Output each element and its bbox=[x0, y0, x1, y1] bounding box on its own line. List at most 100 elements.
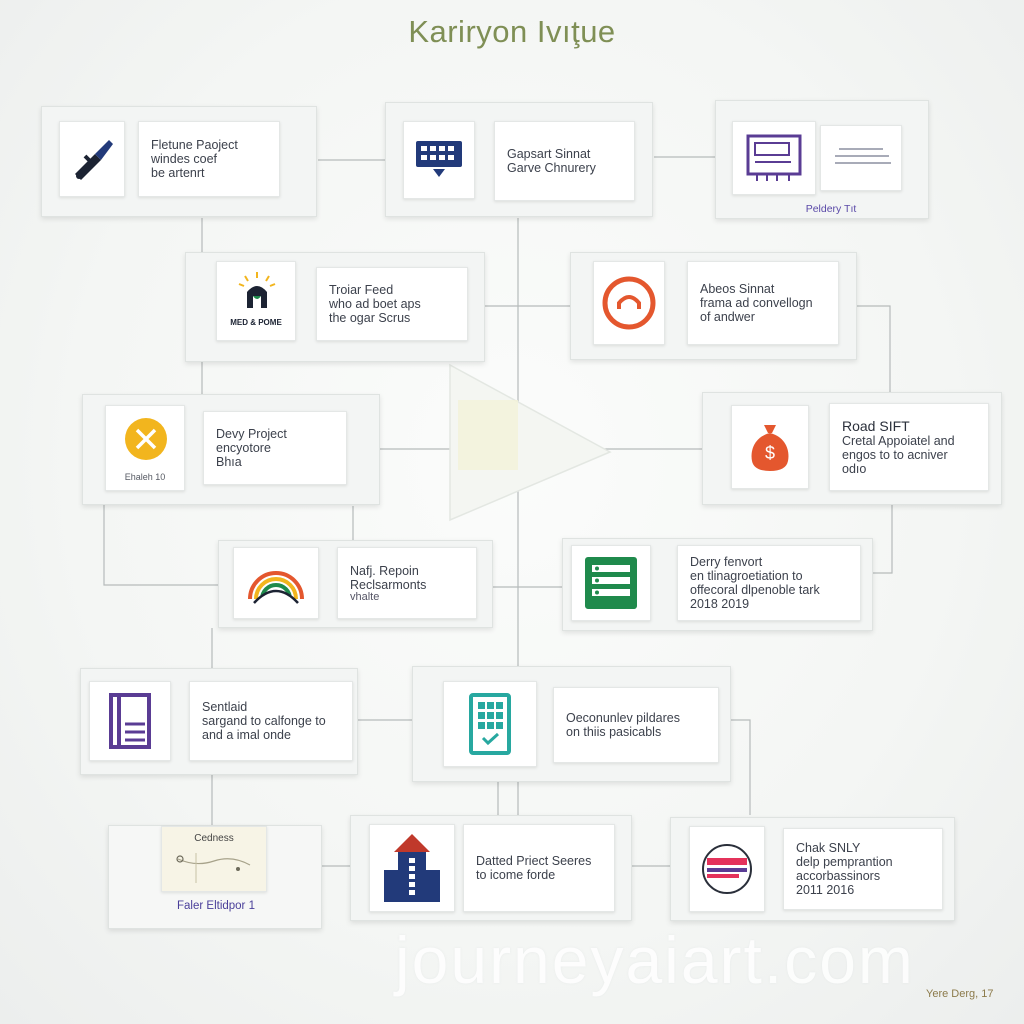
node-2-line-1: Gapsart Sinnat bbox=[507, 147, 591, 161]
node-4-text: Troiar Feed who ad boet aps the ogar Scr… bbox=[316, 267, 468, 341]
node-6-line-1: Devy Project bbox=[216, 427, 287, 441]
node-card-4[interactable]: MED & POME Troiar Feed who ad boet aps t… bbox=[185, 252, 485, 362]
node-1-icon-tile bbox=[59, 121, 125, 197]
node-9-icon-tile bbox=[571, 545, 651, 621]
watermark-text: journeyaiart.com bbox=[395, 923, 915, 997]
node-10-line-3: and a imal onde bbox=[202, 728, 291, 742]
node-4-line-2: who ad boet aps bbox=[329, 297, 421, 311]
node-1-line-2: windes coef bbox=[151, 152, 218, 166]
node-13-text: Datted Priect Seeres to icome forde bbox=[463, 824, 615, 912]
node-card-9[interactable]: Derry fenvort en tlinagroetiation to off… bbox=[562, 538, 873, 631]
node-8-text: Nafj. Repoin Reclsarmonts vhalte bbox=[337, 547, 477, 619]
node-2-line-2: Garve Chnurery bbox=[507, 161, 596, 175]
node-14-line-2: delp pemprantion bbox=[796, 855, 893, 869]
monitor-icon bbox=[746, 134, 802, 181]
pen-tool-icon bbox=[75, 140, 113, 180]
node-8-icon-tile bbox=[233, 547, 319, 619]
node-10-text: Sentlaid sargand to calfonge to and a im… bbox=[189, 681, 353, 761]
svg-text:$: $ bbox=[765, 443, 775, 463]
node-card-11[interactable]: Oeconunlev pildares on thiis pasicabls bbox=[412, 666, 731, 782]
calculator-icon bbox=[469, 693, 511, 755]
node-9-line-3: offecoral dlpenoble tark bbox=[690, 583, 820, 597]
node-9-line-4: 2018 2019 bbox=[690, 597, 750, 611]
node-5-line-3: of andwer bbox=[700, 310, 755, 324]
faint-arrow-shape bbox=[449, 363, 612, 522]
node-10-line-2: sargand to calfonge to bbox=[202, 714, 326, 728]
node-5-text: Abeos Sinnat frama ad convellogn of andw… bbox=[687, 261, 839, 345]
node-card-10[interactable]: Sentlaid sargand to calfonge to and a im… bbox=[80, 668, 358, 775]
node-1-text: Fletune Paoject windes coef be artenrt bbox=[138, 121, 280, 197]
money-bag-icon: $ bbox=[751, 425, 789, 471]
node-11-line-2: on thiis pasicabls bbox=[566, 725, 662, 739]
node-4-icon-label: MED & POME bbox=[230, 318, 282, 327]
node-9-text: Derry fenvort en tlinagroetiation to off… bbox=[677, 545, 861, 621]
node-13-line-2: to icome forde bbox=[476, 868, 556, 882]
node-6-line-2: encyotore bbox=[216, 441, 271, 455]
node-9-line-2: en tlinagroetiation to bbox=[690, 569, 803, 583]
node-3-text-placeholder bbox=[820, 125, 902, 191]
node-4-line-3: the ogar Scrus bbox=[329, 311, 411, 325]
node-10-line-1: Sentlaid bbox=[202, 700, 248, 714]
node-14-text: Chak SNLY delp pemprantion accorbassinor… bbox=[783, 828, 943, 910]
node-6-icon-label: Ehaleh 10 bbox=[124, 472, 166, 482]
node-2-text: Gapsart Sinnat Garve Chnurery bbox=[494, 121, 635, 201]
node-7-line-1: Road SIFT bbox=[842, 418, 910, 434]
node-7-line-2: Cretal Appoiatel and bbox=[842, 434, 955, 448]
node-14-line-3: accorbassinors bbox=[796, 869, 881, 883]
node-12-icon-tile: Cedness bbox=[161, 826, 267, 892]
keyboard-icon bbox=[416, 141, 462, 177]
node-5-line-2: frama ad convellogn bbox=[700, 296, 813, 310]
node-14-line-1: Chak SNLY bbox=[796, 841, 861, 855]
power-ring-icon bbox=[602, 276, 656, 330]
node-11-line-1: Oeconunlev pildares bbox=[566, 711, 680, 725]
node-8-line-2: Reclsarmonts bbox=[350, 577, 427, 592]
node-5-icon-tile bbox=[593, 261, 665, 345]
map-icon bbox=[176, 853, 251, 883]
node-13-icon-tile bbox=[369, 824, 455, 912]
signature-text: Yere Derg, 17 bbox=[926, 988, 994, 1000]
node-4-line-1: Troiar Feed bbox=[329, 283, 394, 297]
node-6-line-3: Bhıa bbox=[216, 455, 242, 469]
node-card-8[interactable]: Nafj. Repoin Reclsarmonts vhalte bbox=[218, 540, 493, 628]
node-card-1[interactable]: Fletune Paoject windes coef be artenrt bbox=[41, 106, 317, 217]
node-card-5[interactable]: Abeos Sinnat frama ad convellogn of andw… bbox=[570, 252, 857, 360]
node-1-line-1: Fletune Paoject bbox=[151, 138, 238, 152]
hand-logo-icon bbox=[238, 272, 276, 308]
node-14-icon-tile bbox=[689, 826, 765, 912]
node-7-line-4: odıo bbox=[842, 462, 867, 476]
node-2-icon-tile bbox=[403, 121, 475, 199]
id-card-icon bbox=[702, 844, 752, 894]
node-7-line-3: engos to to acniver bbox=[842, 448, 948, 462]
node-8-line-3: vhalte bbox=[350, 590, 380, 603]
node-card-3[interactable]: Peldery Tıt bbox=[715, 100, 929, 219]
spreadsheet-icon bbox=[585, 557, 637, 609]
node-12-icon-label: Cedness bbox=[194, 833, 234, 844]
node-card-12[interactable]: Cedness Faler Eltidpor 1 bbox=[108, 825, 322, 929]
rainbow-gauge-icon bbox=[248, 571, 304, 604]
node-card-2[interactable]: Gapsart Sinnat Garve Chnurery bbox=[385, 102, 653, 217]
node-9-line-1: Derry fenvort bbox=[690, 555, 763, 569]
book-icon bbox=[109, 693, 151, 749]
node-4-icon-tile: MED & POME bbox=[216, 261, 296, 341]
node-11-text: Oeconunlev pildares on thiis pasicabls bbox=[553, 687, 719, 763]
node-13-line-1: Datted Priect Seeres bbox=[476, 854, 592, 868]
node-6-text: Devy Project encyotore Bhıa bbox=[203, 411, 347, 485]
coin-x-icon bbox=[125, 418, 167, 460]
node-10-icon-tile bbox=[89, 681, 171, 761]
node-card-13[interactable]: Datted Priect Seeres to icome forde bbox=[350, 815, 632, 921]
node-1-line-3: be artenrt bbox=[151, 166, 205, 180]
node-3-icon-tile bbox=[732, 121, 816, 195]
node-card-7[interactable]: $ Road SIFT Cretal Appoiatel and engos t… bbox=[702, 392, 1002, 505]
node-7-icon-tile: $ bbox=[731, 405, 809, 489]
node-card-6[interactable]: Ehaleh 10 Devy Project encyotore Bhıa bbox=[82, 394, 380, 505]
node-14-line-4: 2011 2016 bbox=[796, 883, 855, 897]
node-8-line-1: Nafj. Repoin bbox=[350, 563, 419, 578]
node-11-icon-tile bbox=[443, 681, 537, 767]
node-5-line-1: Abeos Sinnat bbox=[700, 282, 775, 296]
text-placeholder-lines bbox=[835, 148, 891, 164]
node-card-14[interactable]: Chak SNLY delp pemprantion accorbassinor… bbox=[670, 817, 955, 921]
building-icon bbox=[384, 834, 440, 902]
node-3-caption: Peldery Tıt bbox=[805, 203, 857, 215]
diagram-title: Kariryon Ivıţue bbox=[408, 14, 616, 49]
